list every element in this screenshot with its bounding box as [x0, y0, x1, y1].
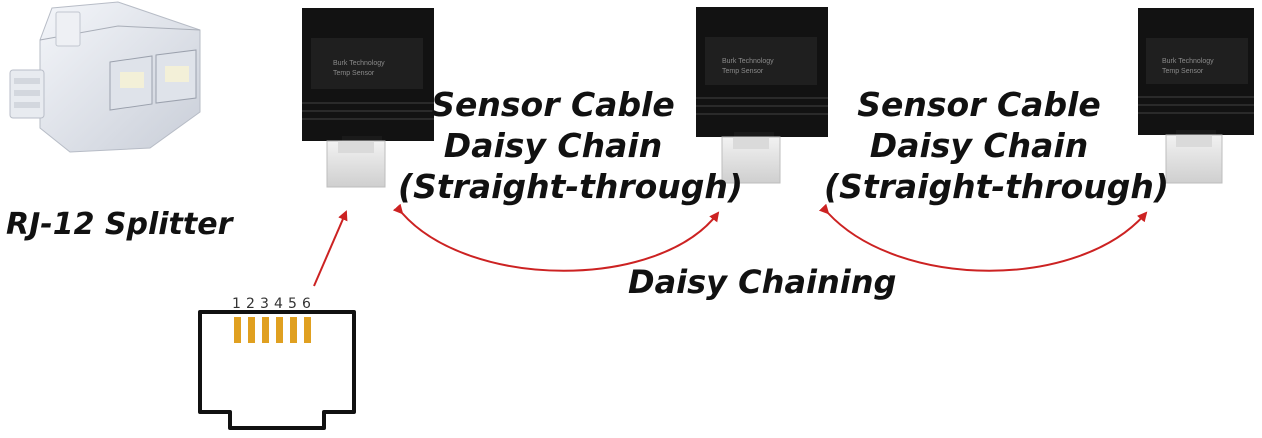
splitter-label: RJ-12 Splitter [6, 207, 233, 242]
pin-2 [248, 317, 255, 343]
cable-label-1: Sensor Cable Daisy Chain (Straight-throu… [398, 84, 743, 207]
cable-label-1-line-3: (Straight-through) [398, 167, 743, 206]
pin-number-5: 5 [288, 296, 297, 312]
pin-number-1: 1 [232, 296, 241, 312]
pin-number-6: 6 [302, 296, 311, 312]
pin-number-2: 2 [246, 296, 255, 312]
pin-5 [290, 317, 297, 343]
sensor-1-brand: Burk Technology [333, 60, 385, 67]
cable-label-2-line-3: (Straight-through) [824, 167, 1169, 206]
daisy-arrow-2 [818, 203, 1148, 272]
temp-sensor-3: Burk Technology Temp Sensor [1138, 8, 1254, 184]
sensor-2-brand: Burk Technology [722, 58, 774, 65]
rj12-splitter [9, 1, 201, 153]
daisy-chaining-label: Daisy Chaining [628, 263, 897, 301]
cable-label-2-line-1: Sensor Cable [857, 85, 1101, 124]
cable-label-1-line-1: Sensor Cable [431, 85, 675, 124]
cable-label-2-line-2: Daisy Chain [869, 126, 1089, 165]
daisy-arrow-1 [392, 203, 720, 272]
pin-3 [262, 317, 269, 343]
pin-6 [304, 317, 311, 343]
temp-sensor-1: Burk Technology Temp Sensor [302, 8, 434, 188]
cable-label-2: Sensor Cable Daisy Chain (Straight-throu… [824, 84, 1169, 207]
pin-number-3: 3 [260, 296, 269, 312]
pin-4 [276, 317, 283, 343]
cable-label-1-line-2: Daisy Chain [443, 126, 663, 165]
pin-1 [234, 317, 241, 343]
rj12-jack: 1 2 3 4 5 6 [198, 296, 356, 430]
jack-to-sensor-arrow [313, 210, 348, 287]
sensor-3-brand: Burk Technology [1162, 58, 1214, 65]
sensor-1-model: Temp Sensor [333, 70, 375, 77]
sensor-2-model: Temp Sensor [722, 68, 764, 75]
sensor-3-model: Temp Sensor [1162, 68, 1204, 75]
temp-sensor-2: Burk Technology Temp Sensor [696, 7, 828, 184]
pin-number-4: 4 [274, 296, 283, 312]
